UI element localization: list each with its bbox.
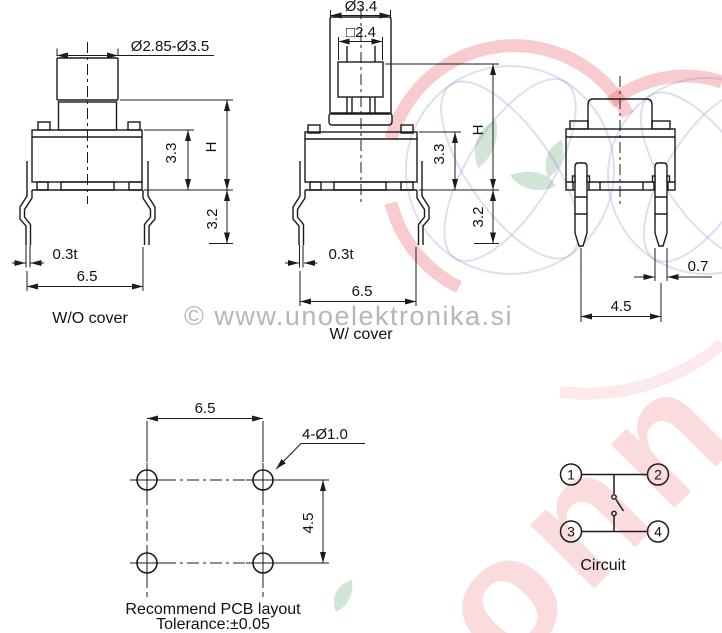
stem-square <box>337 61 384 98</box>
dim-65-label-wo: 6.5 <box>77 268 98 285</box>
body-tab <box>127 121 141 131</box>
switch-contact <box>611 494 617 500</box>
base-bump <box>309 181 322 191</box>
switch-lever <box>615 499 625 512</box>
dim-hole-note-label: 4-Ø1.0 <box>302 426 348 443</box>
dim-plunger-dia-label: Ø2.85-Ø3.5 <box>131 38 209 55</box>
dim-07-label: 0.7 <box>688 258 709 275</box>
dim-stem-square-label: □2.4 <box>346 24 376 41</box>
center-connectors-v <box>146 497 264 597</box>
leaf-icon <box>510 171 556 191</box>
center-connectors <box>164 479 246 564</box>
leaf-icon <box>545 140 564 178</box>
view-circuit: 1 2 3 4 Circuit <box>559 463 670 574</box>
dim-65-label-w: 6.5 <box>352 283 373 300</box>
terminal-1-label: 1 <box>567 467 575 483</box>
cover-sleeve <box>329 16 392 115</box>
view-wo-cover: Ø2.85-Ø3.5 H 3.3 3.2 0.3t 6.5 W/O cover <box>12 38 233 327</box>
dim-03t-label-wo: 0.3t <box>52 246 78 263</box>
view-side: 0.7 4.5 <box>565 76 712 322</box>
leg-left <box>292 161 306 245</box>
caption-pcb-line1: Recommend PCB layout <box>125 601 301 618</box>
dim-cover-dia-label: Ø3.4 <box>345 0 378 15</box>
pcb-hole <box>252 469 274 491</box>
body-tab <box>569 120 589 130</box>
pin-barb <box>651 175 656 183</box>
watermark-globe-b <box>545 69 722 400</box>
dim-32-label-w: 3.2 <box>470 207 487 228</box>
body-tab <box>400 124 414 134</box>
dim-33-label-w: 3.3 <box>431 144 448 165</box>
switch-body <box>565 128 676 191</box>
body-tab <box>651 120 671 130</box>
pcb-hole <box>136 469 158 491</box>
extension-lines <box>299 245 417 306</box>
extension-lines <box>580 248 668 322</box>
pin-right <box>654 162 668 247</box>
view-pcb-layout: 6.5 4.5 4-Ø1.0 Recommend PCB layout Tole… <box>125 400 365 633</box>
switch-contact <box>611 510 617 517</box>
view-w-cover: Ø3.4 □2.4 H 3. <box>285 0 499 343</box>
caption-wo-cover: W/O cover <box>52 310 128 327</box>
body-tab <box>307 124 321 134</box>
red-swoosh-top-right <box>605 69 722 109</box>
dim-32-label-wo: 3.2 <box>204 209 221 230</box>
red-swoosh-top <box>384 39 634 141</box>
leg-right <box>142 161 156 245</box>
caption-w-cover: W/ cover <box>329 326 393 343</box>
stem-legs <box>346 97 376 113</box>
base-bump <box>333 181 387 191</box>
dim-h-label-w: H <box>470 125 487 136</box>
extension-lines <box>146 421 329 564</box>
cover-flange <box>328 112 393 126</box>
base-bump <box>128 181 143 191</box>
leaf-icon <box>333 580 353 612</box>
hole-crosshairs <box>130 463 280 580</box>
pcb-hole <box>252 552 274 574</box>
site-watermark-text: © www.unoelektronika.si <box>184 301 514 331</box>
leg-left <box>19 161 33 245</box>
red-arc-faint <box>559 339 722 400</box>
base-bump <box>400 181 414 191</box>
stem-neck <box>346 46 376 62</box>
pin-barb <box>666 175 671 183</box>
dim-45-label-side: 4.5 <box>611 298 632 315</box>
dim-45-label-pcb: 4.5 <box>300 513 317 534</box>
caption-circuit: Circuit <box>580 557 626 574</box>
base-bump <box>36 181 49 191</box>
pin-barb <box>571 175 576 183</box>
cap <box>587 98 653 129</box>
dim-65-label-pcb: 6.5 <box>195 400 216 417</box>
pcb-hole <box>136 552 158 574</box>
extension-lines <box>25 245 144 291</box>
caption-pcb-line2: Tolerance:±0.05 <box>156 616 270 633</box>
dim-h-label-wo: H <box>203 142 220 153</box>
pin-left-crimps <box>575 196 587 215</box>
terminal-2-label: 2 <box>654 467 662 483</box>
leg-right <box>416 161 430 245</box>
base-detail <box>566 181 675 190</box>
body-tab <box>37 121 51 131</box>
pin-left <box>574 162 588 247</box>
pin-right-crimps <box>655 196 667 215</box>
terminal-4-label: 4 <box>654 524 662 540</box>
dim-03t-label-w: 0.3t <box>328 246 354 263</box>
dim-33-label-wo: 3.3 <box>163 143 180 164</box>
pin-barb <box>586 175 591 183</box>
terminal-3-label: 3 <box>567 524 575 540</box>
